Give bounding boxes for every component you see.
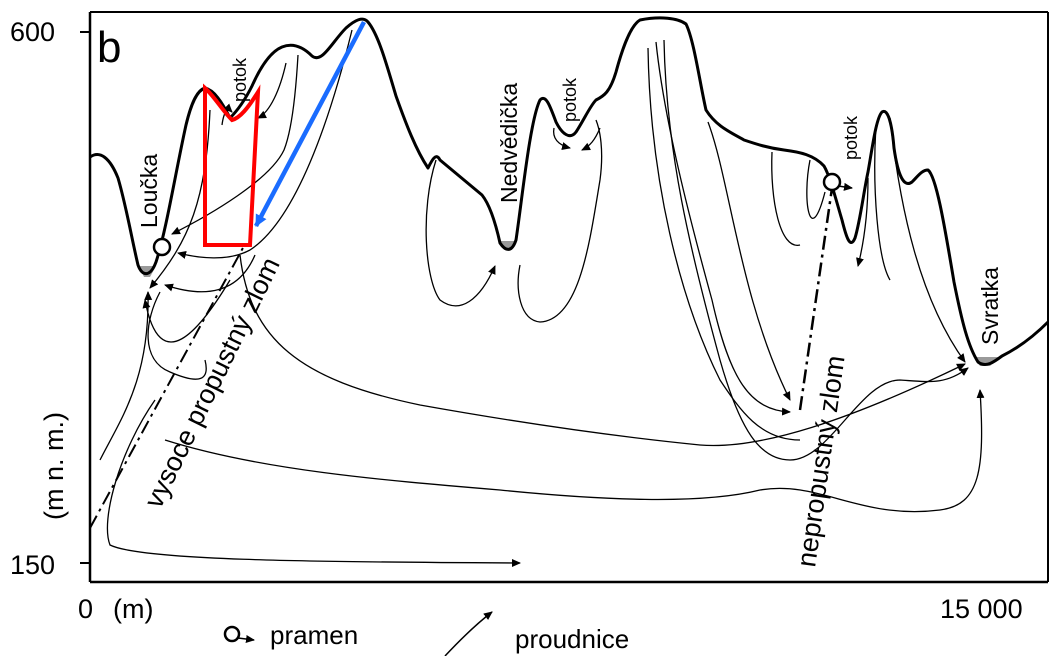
flowline	[655, 41, 791, 416]
river-label-nedvedicka: Nedvědička	[496, 83, 522, 203]
stream-label-potok: potok	[841, 115, 861, 160]
legend-spring-label: pramen	[270, 620, 359, 650]
flowline	[874, 124, 891, 281]
river-label-loucka: Loučka	[136, 154, 162, 228]
y-unit-label: (m n. m.)	[39, 412, 69, 520]
flowline	[707, 121, 791, 401]
flowline	[99, 291, 153, 461]
fault-impermeable-label: nepropustný zlom	[791, 354, 850, 569]
stream-label-potok: potok	[560, 77, 580, 122]
legend-flowline-label: proudnice	[515, 624, 630, 654]
y-min-label: 150	[10, 550, 55, 580]
spring-right	[822, 172, 842, 192]
flowlines	[99, 29, 985, 567]
flowline	[771, 151, 801, 246]
x-max-label: 15 000	[940, 594, 1023, 624]
y-max-label: 600	[10, 17, 55, 47]
flowline	[177, 29, 353, 259]
flowline	[257, 62, 287, 119]
highlight-box	[203, 83, 261, 247]
flowline	[647, 47, 801, 441]
flowline	[106, 399, 521, 567]
flowline	[239, 254, 966, 447]
spring-loucka	[152, 237, 172, 257]
fault-impermeable-line	[798, 187, 834, 411]
flowline	[149, 109, 211, 289]
flowline	[581, 127, 601, 151]
flowline	[663, 39, 969, 461]
flowline	[425, 159, 496, 307]
river-label-svratka: Svratka	[977, 267, 1003, 345]
flowline	[552, 127, 571, 150]
plot-frame	[90, 11, 1049, 582]
flowline	[806, 159, 826, 219]
panel-label: b	[97, 23, 121, 72]
spring-right-arrow	[837, 182, 853, 191]
flowline	[517, 119, 603, 323]
legend-flowline-symbol	[444, 611, 493, 656]
flowline	[856, 177, 869, 267]
highlight-arrow	[254, 20, 366, 228]
x-min-label: 0	[78, 594, 93, 624]
flowline	[164, 389, 985, 513]
fault-high-permeable-label: vysoce propustný zlom	[138, 253, 285, 513]
flowline	[142, 279, 231, 343]
flowline	[147, 291, 207, 380]
stream-label-potok: potok	[230, 57, 250, 102]
x-unit-label: (m)	[113, 594, 153, 624]
legend-spring-symbol	[223, 625, 255, 643]
flowline	[889, 117, 966, 363]
